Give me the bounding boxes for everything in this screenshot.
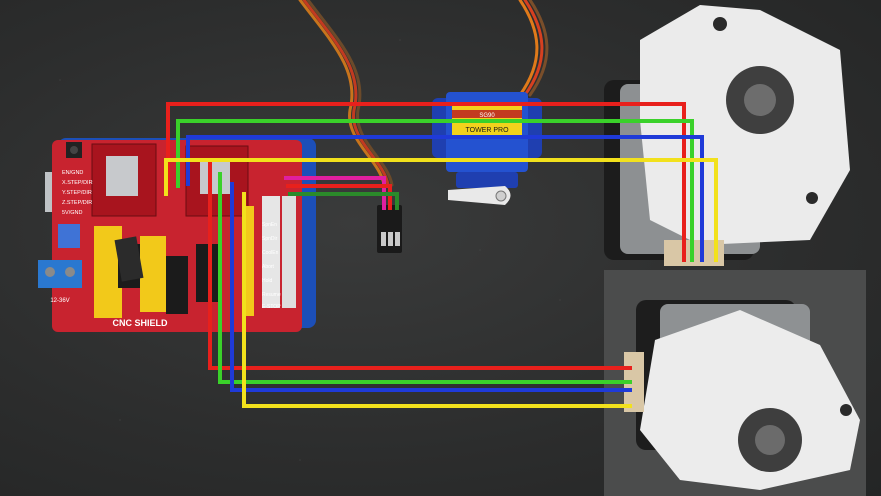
right-label-2: CoolEn [262, 250, 279, 256]
wire-green-bottom [218, 172, 632, 384]
pin-label-x: X.STEP/DIR [62, 180, 93, 186]
pin-label-z: Z.STEP/DIR [62, 200, 92, 206]
wire-green-servo [288, 192, 399, 210]
servo-motor: SG90 TOWER PRO [432, 92, 542, 205]
pin-label-list: EN/GND X.STEP/DIR Y.STEP/DIR Z.STEP/DIR … [62, 170, 93, 216]
wire-red-bottom [208, 162, 632, 370]
right-label-list: SpnEn SpnDir CoolEn Abort Hold Resume E-… [262, 222, 281, 310]
pin-label-y: Y.STEP/DIR [62, 190, 92, 196]
right-label-4: Hold [262, 278, 273, 284]
wire-yellow-top [164, 158, 718, 262]
servo-label: TOWER PRO [465, 127, 509, 134]
right-label-6: E-STOP [262, 304, 281, 310]
right-label-1: SpnDir [262, 236, 278, 242]
stepper-motor-bottom [604, 270, 866, 496]
wire-overlay [164, 102, 718, 408]
right-label-5: Resume [262, 292, 281, 298]
pin-label-en: EN/GND [62, 170, 83, 176]
wire-magenta-servo [284, 176, 386, 210]
wire-blue-bottom [230, 182, 632, 392]
wire-red-top [166, 102, 686, 262]
board-name: CNC SHIELD [112, 318, 168, 328]
right-label-0: SpnEn [262, 222, 277, 228]
background-texture [59, 39, 561, 461]
power-label: 12-36V [50, 298, 69, 304]
wire-yellow-bottom [242, 192, 632, 408]
right-label-3: Abort [262, 264, 275, 270]
pin-label-5v: 5V/GND [62, 210, 83, 216]
wire-red-servo [286, 184, 392, 210]
servo-connector [377, 205, 402, 253]
servo-model: SG90 [479, 113, 495, 119]
cnc-shield: 12-36V EN/GND X.STEP/DIR Y.STEP/DIR Z.ST… [38, 140, 302, 332]
wire-green-top [176, 119, 694, 262]
